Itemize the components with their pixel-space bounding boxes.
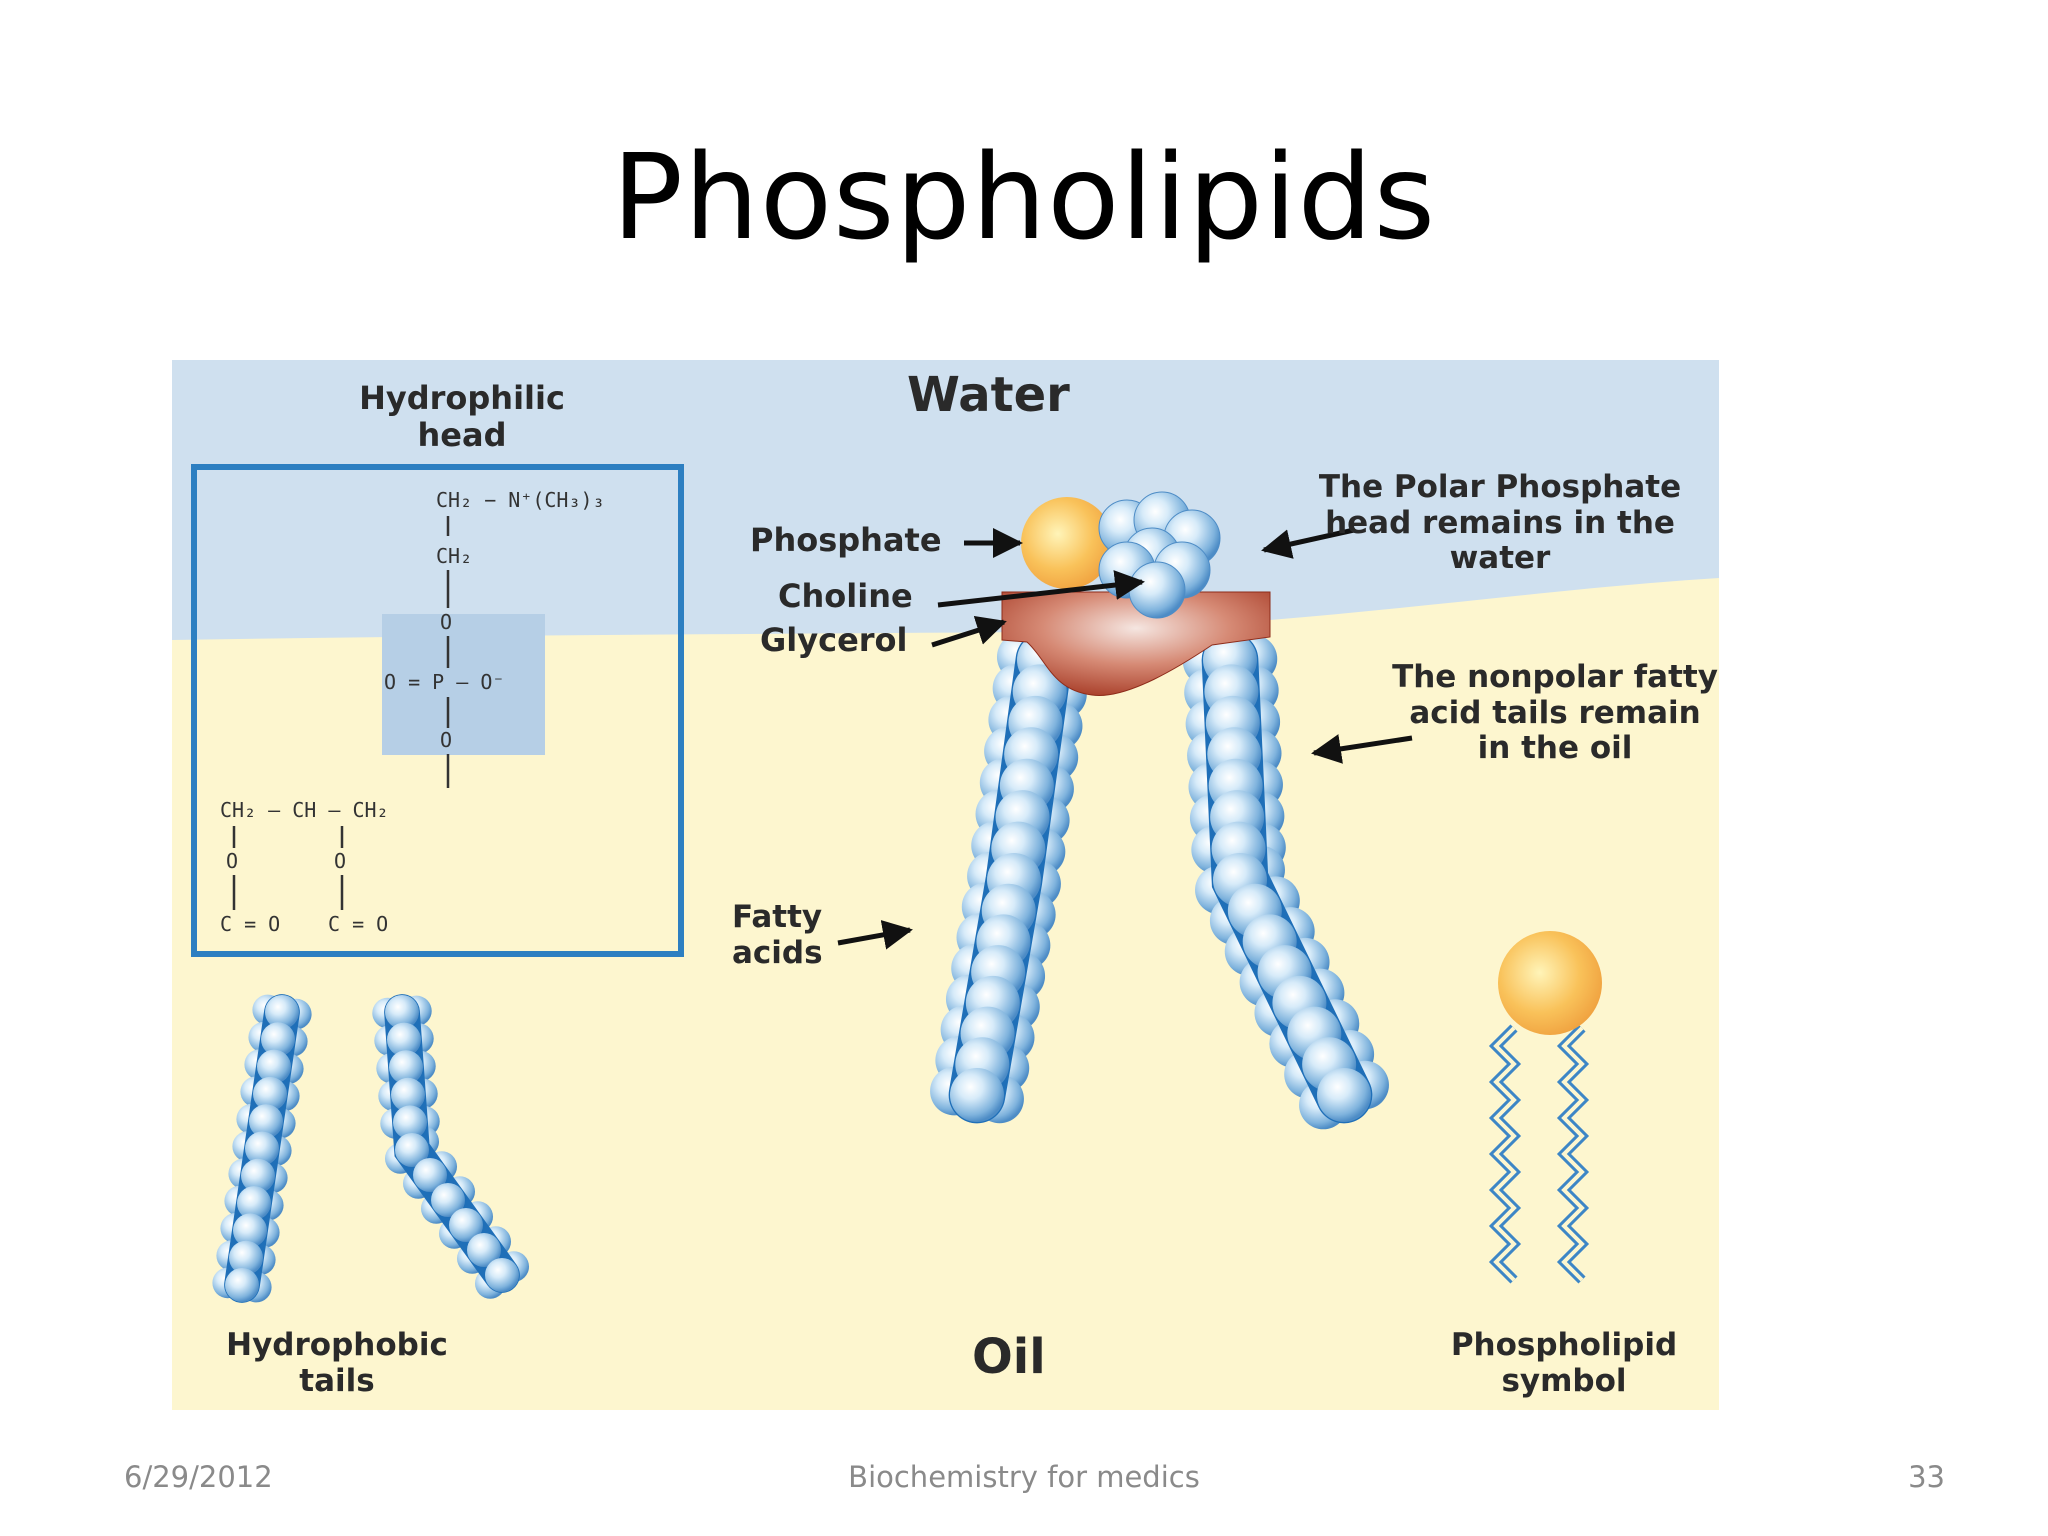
center-bead xyxy=(253,1076,287,1111)
phosphate-ball xyxy=(1021,497,1113,589)
choline-group: CH₂ − N⁺(CH₃)₃ xyxy=(436,488,605,512)
center-bead xyxy=(241,1158,275,1193)
phosphate-label: Phosphate xyxy=(750,521,942,559)
phospholipid-figure: CH₂ − N⁺(CH₃)₃ CH₂ O O = P — O⁻ O CH₂ — … xyxy=(172,360,1719,1410)
small-right-chain xyxy=(372,994,530,1299)
center-bead xyxy=(229,1240,263,1275)
footer-page-number: 33 xyxy=(1908,1460,1945,1494)
nonpolar-tails-note: The nonpolar fatty acid tails remain in … xyxy=(1392,659,1718,767)
choline-bead xyxy=(1128,561,1186,619)
center-bead xyxy=(245,1131,279,1166)
center-bead xyxy=(261,1022,295,1057)
left-fatty-acid-chain xyxy=(930,631,1092,1124)
center-bead xyxy=(449,1208,483,1242)
center-bead xyxy=(485,1258,519,1292)
footer-course: Biochemistry for medics xyxy=(848,1460,1200,1494)
center-bead xyxy=(385,995,419,1029)
polar-head-note: The Polar Phosphate head remains in the … xyxy=(1318,469,1682,577)
center-bead xyxy=(431,1183,465,1217)
hydrophobic-tails xyxy=(212,994,530,1303)
center-bead xyxy=(395,1133,429,1167)
glycerol-block xyxy=(1001,591,1271,696)
center-bead xyxy=(225,1268,259,1302)
center-bead xyxy=(950,1068,1004,1122)
center-bead xyxy=(393,1105,427,1140)
carbonyl-middle: C = O xyxy=(328,912,389,936)
structure-bonds xyxy=(232,516,450,910)
label-arrows xyxy=(837,527,1413,950)
footer-date: 6/29/2012 xyxy=(124,1460,273,1494)
center-bead xyxy=(387,1022,421,1057)
small-left-chain xyxy=(212,994,312,1303)
oxygen-left: O xyxy=(226,849,239,873)
choline-label: Choline xyxy=(778,577,913,615)
phosphate-group: O = P — O⁻ xyxy=(384,670,505,694)
center-bead xyxy=(249,1104,283,1139)
center-bead xyxy=(391,1077,425,1112)
oxygen-middle: O xyxy=(334,849,347,873)
center-bead xyxy=(237,1186,271,1221)
center-bead xyxy=(1317,1068,1371,1122)
fatty-acid-chains xyxy=(930,631,1389,1130)
glycerol-backbone: CH₂ — CH — CH₂ xyxy=(220,798,389,822)
structure-box xyxy=(191,464,684,957)
right-fatty-acid-chain xyxy=(1182,631,1389,1130)
phospholipid-symbol xyxy=(1488,931,1602,1284)
oxygen-bottom: O xyxy=(440,728,453,752)
hydrophilic-head-label: Hydrophilic head xyxy=(359,379,565,454)
hydrophobic-tails-label: Hydrophobic tails xyxy=(226,1327,448,1399)
phospholipid-diagram xyxy=(172,360,1719,1410)
water-label: Water xyxy=(907,367,1070,423)
glycerol-label: Glycerol xyxy=(760,621,908,659)
fatty-acids-label: Fatty acids xyxy=(732,899,823,971)
center-bead xyxy=(467,1233,501,1267)
water-region xyxy=(172,360,1719,640)
oil-label: Oil xyxy=(972,1329,1046,1385)
carbonyl-left: C = O xyxy=(220,912,281,936)
slide-title: Phospholipids xyxy=(611,128,1437,266)
center-bead xyxy=(257,1049,291,1084)
center-bead xyxy=(265,995,299,1029)
phospholipid-symbol-label: Phospholipid symbol xyxy=(1450,1327,1678,1399)
center-bead xyxy=(233,1213,267,1248)
center-bead xyxy=(389,1050,423,1085)
ch2-group: CH₂ xyxy=(436,544,473,568)
center-bead xyxy=(413,1158,447,1192)
oxygen-top: O xyxy=(440,610,453,634)
phosphate-highlight xyxy=(382,614,545,755)
